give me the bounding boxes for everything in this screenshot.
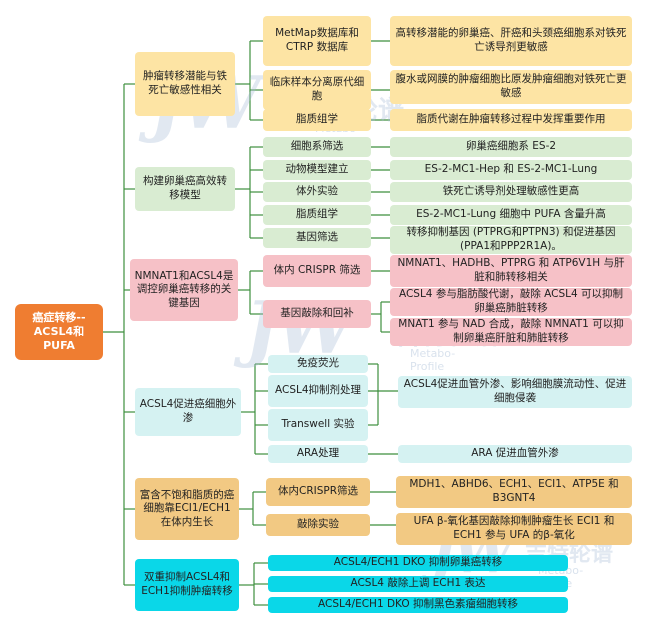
- group2-method-5: 基因筛选: [263, 228, 371, 248]
- group4-label: ACSL4促进癌细胞外渗: [135, 388, 241, 436]
- group6-label: 双重抑制ACSL4和ECH1抑制肿瘤转移: [135, 559, 239, 611]
- group6-result-3: ACSL4/ECH1 DKO 抑制黑色素瘤细胞转移: [268, 597, 568, 613]
- group1-result-3: 脂质代谢在肿瘤转移过程中发挥重要作用: [390, 109, 632, 131]
- group2-method-4: 脂质组学: [263, 205, 371, 225]
- group1-result-2: 腹水或网膜的肿瘤细胞比原发肿瘤细胞对铁死亡更敏感: [390, 70, 632, 104]
- group4-result-1: ACSL4促进血管外渗、影响细胞膜流动性、促进细胞侵袭: [398, 376, 632, 408]
- group5-result-2: UFA β-氧化基因敲除抑制肿瘤生长 ECI1 和 ECH1 参与 UFA 的β…: [396, 513, 632, 545]
- group2-result-5: 转移抑制基因 (PTPRG和PTPN3) 和促进基因 (PPA1和PPP2R1A…: [390, 226, 632, 254]
- group5-method-2: 敲除实验: [266, 514, 370, 536]
- group3-result-2: ACSL4 参与脂肪酸代谢，敲除 ACSL4 可以抑制卵巢癌肺脏转移: [390, 288, 632, 316]
- group5-method-1: 体内CRISPR筛选: [266, 478, 370, 506]
- group4-method-4: ARA处理: [268, 445, 368, 463]
- group3-label: NMNAT1和ACSL4是调控卵巢癌转移的关键基因: [130, 259, 238, 321]
- group2-result-2: ES-2-MC1-Hep 和 ES-2-MC1-Lung: [390, 160, 632, 180]
- group2-label: 构建卵巢癌高效转移模型: [135, 167, 235, 211]
- group4-method-2: ACSL4抑制剂处理: [268, 375, 368, 407]
- group2-result-4: ES-2-MC1-Lung 细胞中 PUFA 含量升高: [390, 205, 632, 225]
- root-node: 癌症转移--ACSL4和PUFA: [15, 304, 103, 360]
- group4-method-3: Transwell 实验: [268, 409, 368, 441]
- group5-result-1: MDH1、ABHD6、ECH1、ECI1、ATP5E 和 B3GNT4: [396, 476, 632, 508]
- group3-method-2: 基因敲除和回补: [263, 300, 371, 328]
- group2-result-1: 卵巢癌细胞系 ES-2: [390, 137, 632, 157]
- group3-method-1: 体内 CRISPR 筛选: [263, 255, 371, 287]
- group3-result-3: MNAT1 参与 NAD 合成，敲除 NMNAT1 可以抑制卵巢癌肝脏和肺脏转移: [390, 318, 632, 346]
- group3-result-1: NMNAT1、HADHB、PTPRG 和 ATP6V1H 与肝脏和肺转移相关: [390, 255, 632, 287]
- group2-result-3: 铁死亡诱导剂处理敏感性更高: [390, 182, 632, 202]
- group1-result-1: 高转移潜能的卵巢癌、肝癌和头颈癌细胞系对铁死亡诱导剂更敏感: [390, 16, 632, 66]
- group4-method-1: 免疫荧光: [268, 355, 368, 373]
- group1-method-1: MetMap数据库和CTRP 数据库: [263, 16, 371, 66]
- group6-result-1: ACSL4/ECH1 DKO 抑制卵巢癌转移: [268, 555, 568, 571]
- group2-method-1: 细胞系筛选: [263, 137, 371, 157]
- group5-label: 富含不饱和脂质的癌细胞靠ECI1/ECH1在体内生长: [135, 478, 239, 540]
- group1-label: 肿瘤转移潜能与铁死亡敏感性相关: [135, 52, 235, 116]
- group4-result-2: ARA 促进血管外渗: [398, 445, 632, 463]
- group2-method-2: 动物模型建立: [263, 160, 371, 180]
- group6-result-2: ACSL4 敲除上调 ECH1 表达: [268, 576, 568, 592]
- group2-method-3: 体外实验: [263, 182, 371, 202]
- group1-method-2: 临床样本分离原代细胞: [263, 70, 371, 110]
- group1-method-3: 脂质组学: [263, 109, 371, 131]
